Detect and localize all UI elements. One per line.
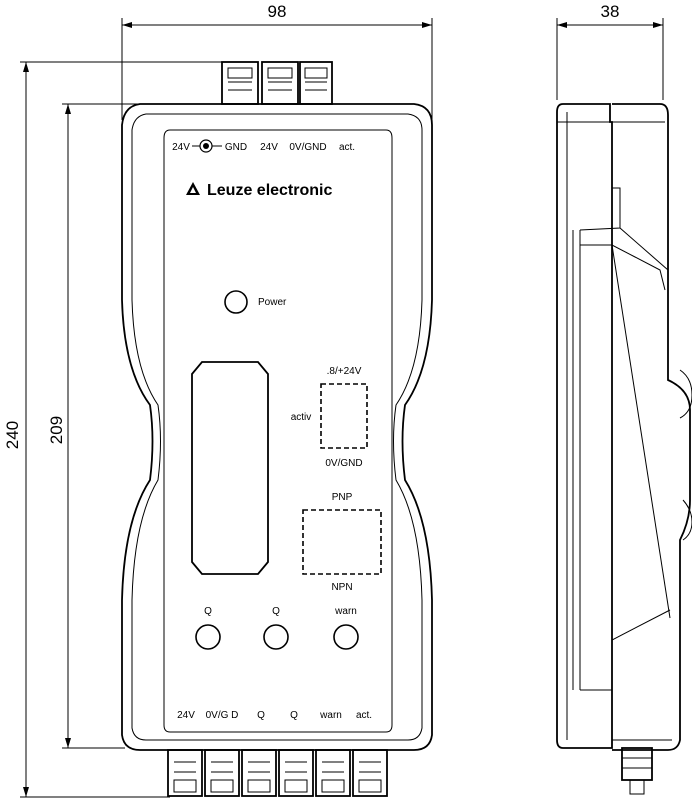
switch1-side-label: activ bbox=[291, 412, 312, 423]
connector-top-2 bbox=[261, 61, 299, 105]
dim-width-front: 98 bbox=[268, 2, 287, 21]
bottom-connectors bbox=[167, 749, 388, 797]
label-bottom-24v: 24V bbox=[177, 710, 195, 721]
connector-bottom-2 bbox=[204, 749, 240, 797]
connector-bottom-5 bbox=[315, 749, 351, 797]
led-warn bbox=[333, 624, 359, 650]
dim-width-side: 38 bbox=[601, 2, 620, 21]
brand-name: Leuze electronic bbox=[207, 182, 332, 199]
display-window bbox=[191, 361, 269, 575]
leuze-logo-icon bbox=[186, 182, 200, 195]
led-q2-label: Q bbox=[272, 606, 280, 617]
led-q1-label: Q bbox=[204, 606, 212, 617]
dimension-lines bbox=[20, 18, 664, 798]
front-housing bbox=[121, 103, 433, 751]
connector-bottom-1 bbox=[167, 749, 203, 797]
label-bottom-q1: Q bbox=[257, 710, 265, 721]
switch1-box bbox=[320, 383, 368, 449]
power-led bbox=[224, 290, 248, 314]
switch2-top-label: PNP bbox=[332, 492, 353, 503]
connector-top-3 bbox=[299, 61, 333, 105]
led-q2 bbox=[263, 624, 289, 650]
dim-height-body: 209 bbox=[47, 416, 66, 444]
connector-bottom-6 bbox=[352, 749, 388, 797]
led-warn-label: warn bbox=[334, 606, 357, 617]
label-in-act: act. bbox=[339, 142, 355, 153]
label-in-24v: 24V bbox=[260, 142, 278, 153]
connector-bottom-4 bbox=[278, 749, 314, 797]
top-connectors bbox=[221, 61, 333, 105]
connector-bottom-3 bbox=[241, 749, 277, 797]
led-q1 bbox=[195, 624, 221, 650]
connector-top-1 bbox=[221, 61, 259, 105]
label-pwr-24v: 24V bbox=[172, 142, 190, 153]
label-bottom-warn: warn bbox=[319, 710, 342, 721]
switch1-bottom-label: 0V/GND bbox=[325, 458, 362, 469]
label-pwr-gnd: GND bbox=[225, 142, 247, 153]
switch2-bottom-label: NPN bbox=[331, 582, 352, 593]
dim-height-total: 240 bbox=[3, 421, 22, 449]
label-in-gnd: 0V/GND bbox=[289, 142, 326, 153]
switch2-box bbox=[302, 509, 382, 575]
switch1-top-label: .8/+24V bbox=[327, 366, 362, 377]
label-bottom-q2: Q bbox=[290, 710, 298, 721]
power-label: Power bbox=[258, 297, 287, 308]
power-jack-icon bbox=[192, 139, 222, 153]
side-view bbox=[556, 103, 692, 795]
label-bottom-gnd: 0V/G D bbox=[206, 710, 239, 721]
label-bottom-act: act. bbox=[356, 710, 372, 721]
